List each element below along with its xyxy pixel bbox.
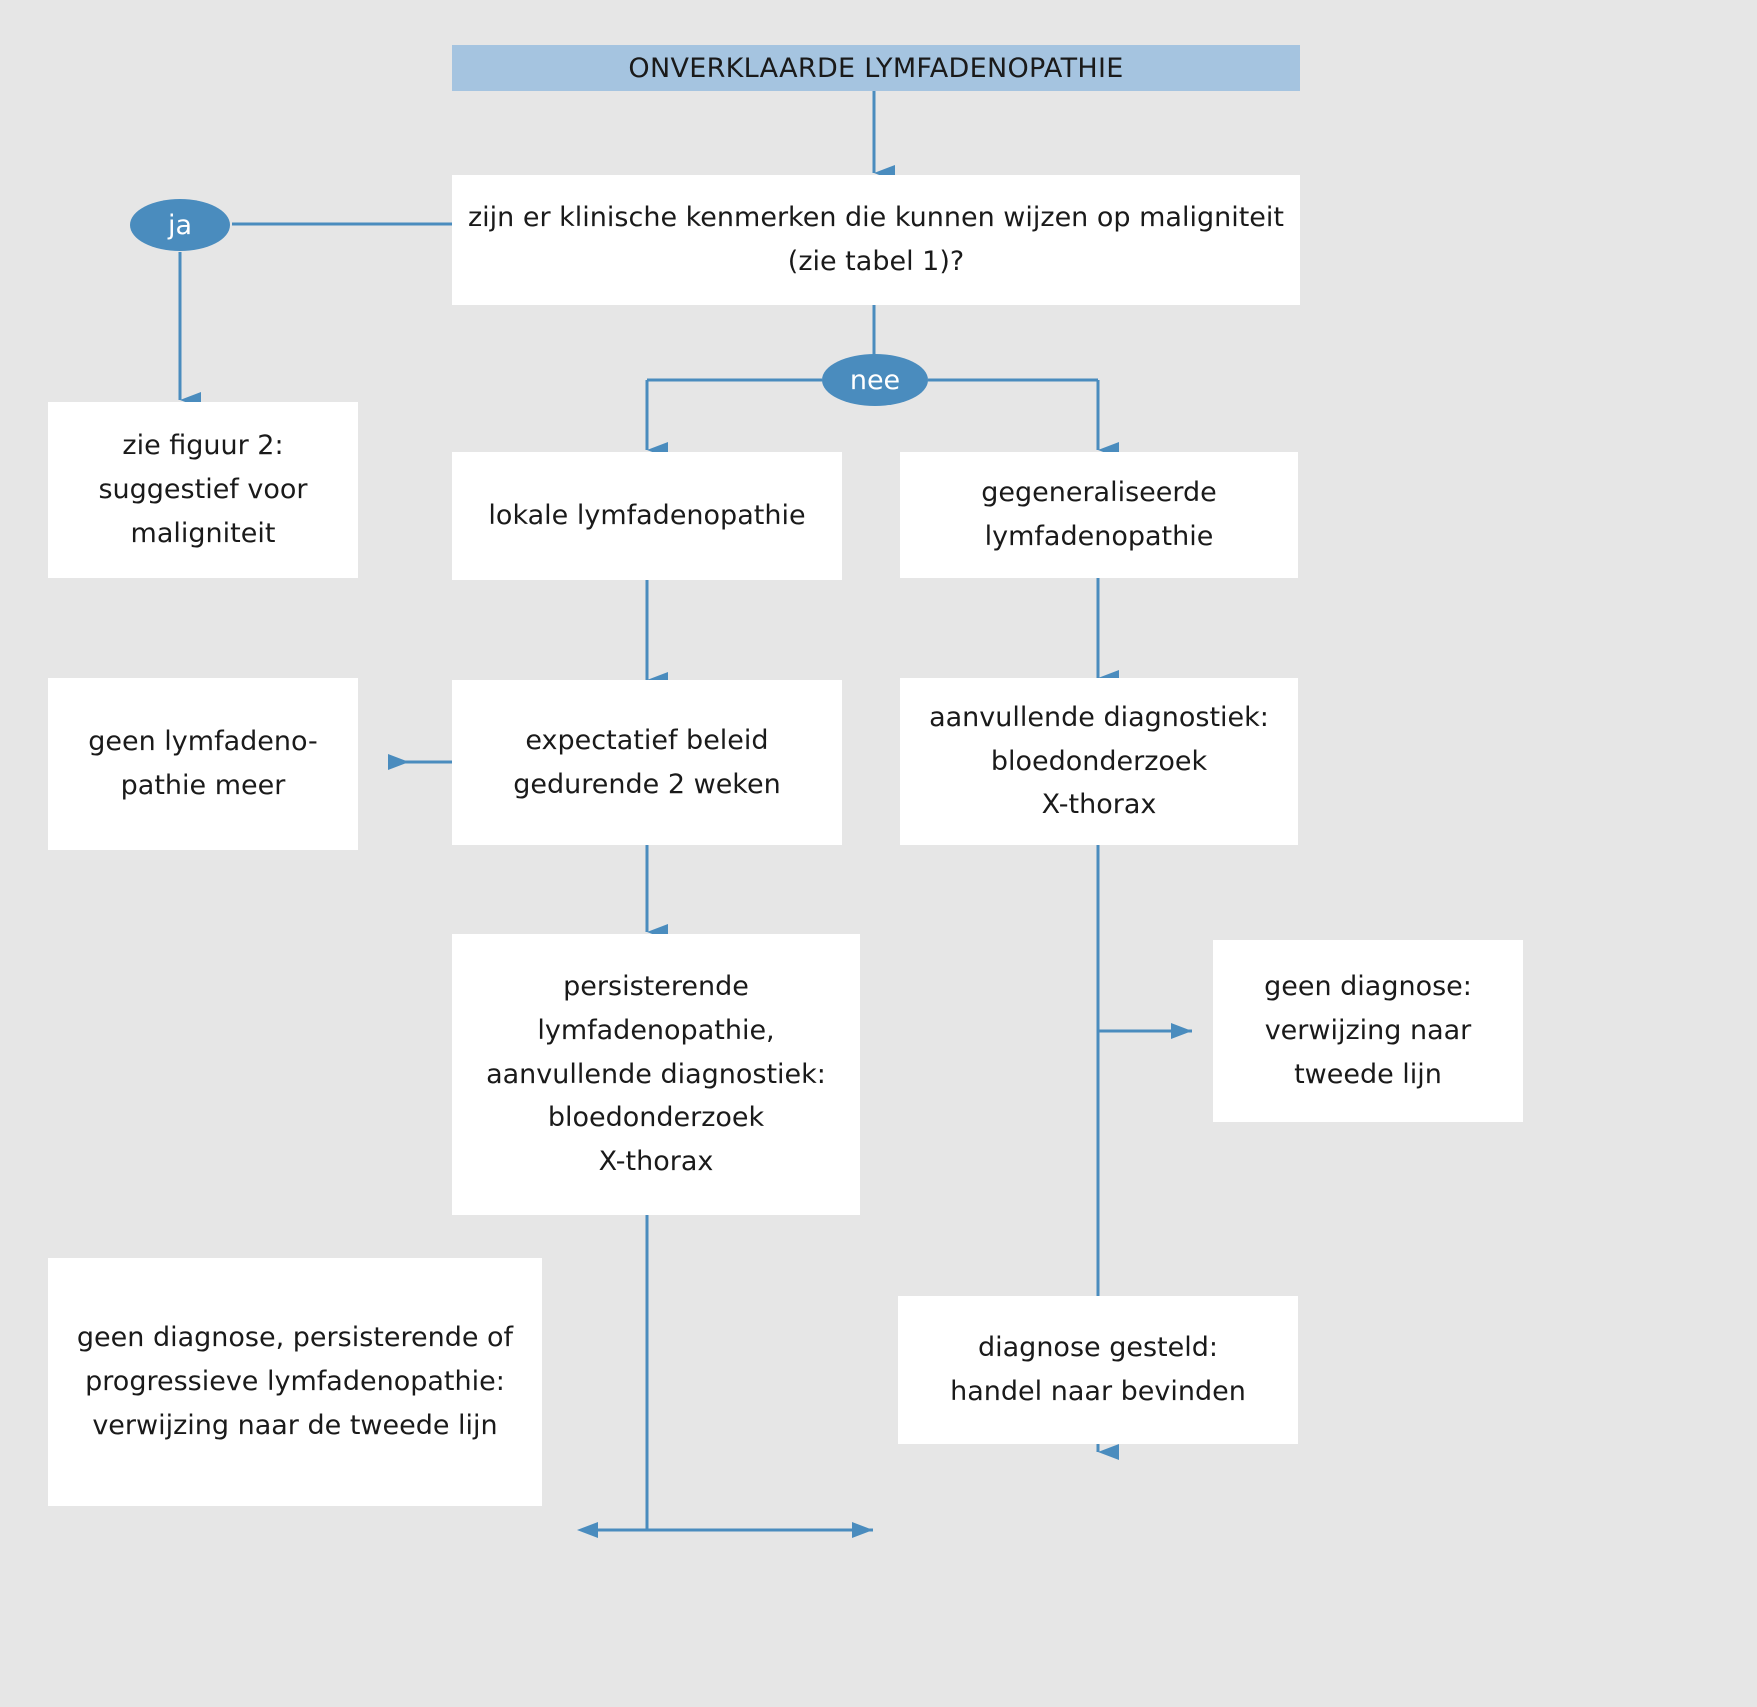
node-aanvullende-diagnostiek-rechts[interactable]: aanvullende diagnostiek: bloedonderzoek … bbox=[900, 678, 1298, 845]
node-decision-klinische-kenmerken[interactable]: zijn er klinische kenmerken die kunnen w… bbox=[452, 175, 1300, 305]
edge-label-ja: ja bbox=[130, 199, 230, 251]
node-zie-figuur-2[interactable]: zie figuur 2: suggestief voor malignitei… bbox=[48, 402, 358, 578]
edge-label-nee: nee bbox=[822, 354, 928, 406]
node-lokale-lymfadenopathie[interactable]: lokale lymfadenopathie bbox=[452, 452, 842, 580]
node-persisterende-lymfadenopathie[interactable]: persisterende lymfadenopathie, aanvullen… bbox=[452, 934, 860, 1215]
node-expectatief-beleid[interactable]: expectatief beleid gedurende 2 weken bbox=[452, 680, 842, 845]
node-geen-diagnose-persisterende[interactable]: geen diagnose, persisterende of progress… bbox=[48, 1258, 542, 1506]
node-geen-diagnose-verwijzing[interactable]: geen diagnose: verwijzing naar tweede li… bbox=[1213, 940, 1523, 1122]
node-geen-lymfadenopathie-meer[interactable]: geen lymfadeno- pathie meer bbox=[48, 678, 358, 850]
header-title-bar: ONVERKLAARDE LYMFADENOPATHIE bbox=[452, 45, 1300, 91]
node-gegeneraliseerde-lymfadenopathie[interactable]: gegeneraliseerde lymfadenopathie bbox=[900, 452, 1298, 578]
node-diagnose-gesteld[interactable]: diagnose gesteld: handel naar bevinden bbox=[898, 1296, 1298, 1444]
